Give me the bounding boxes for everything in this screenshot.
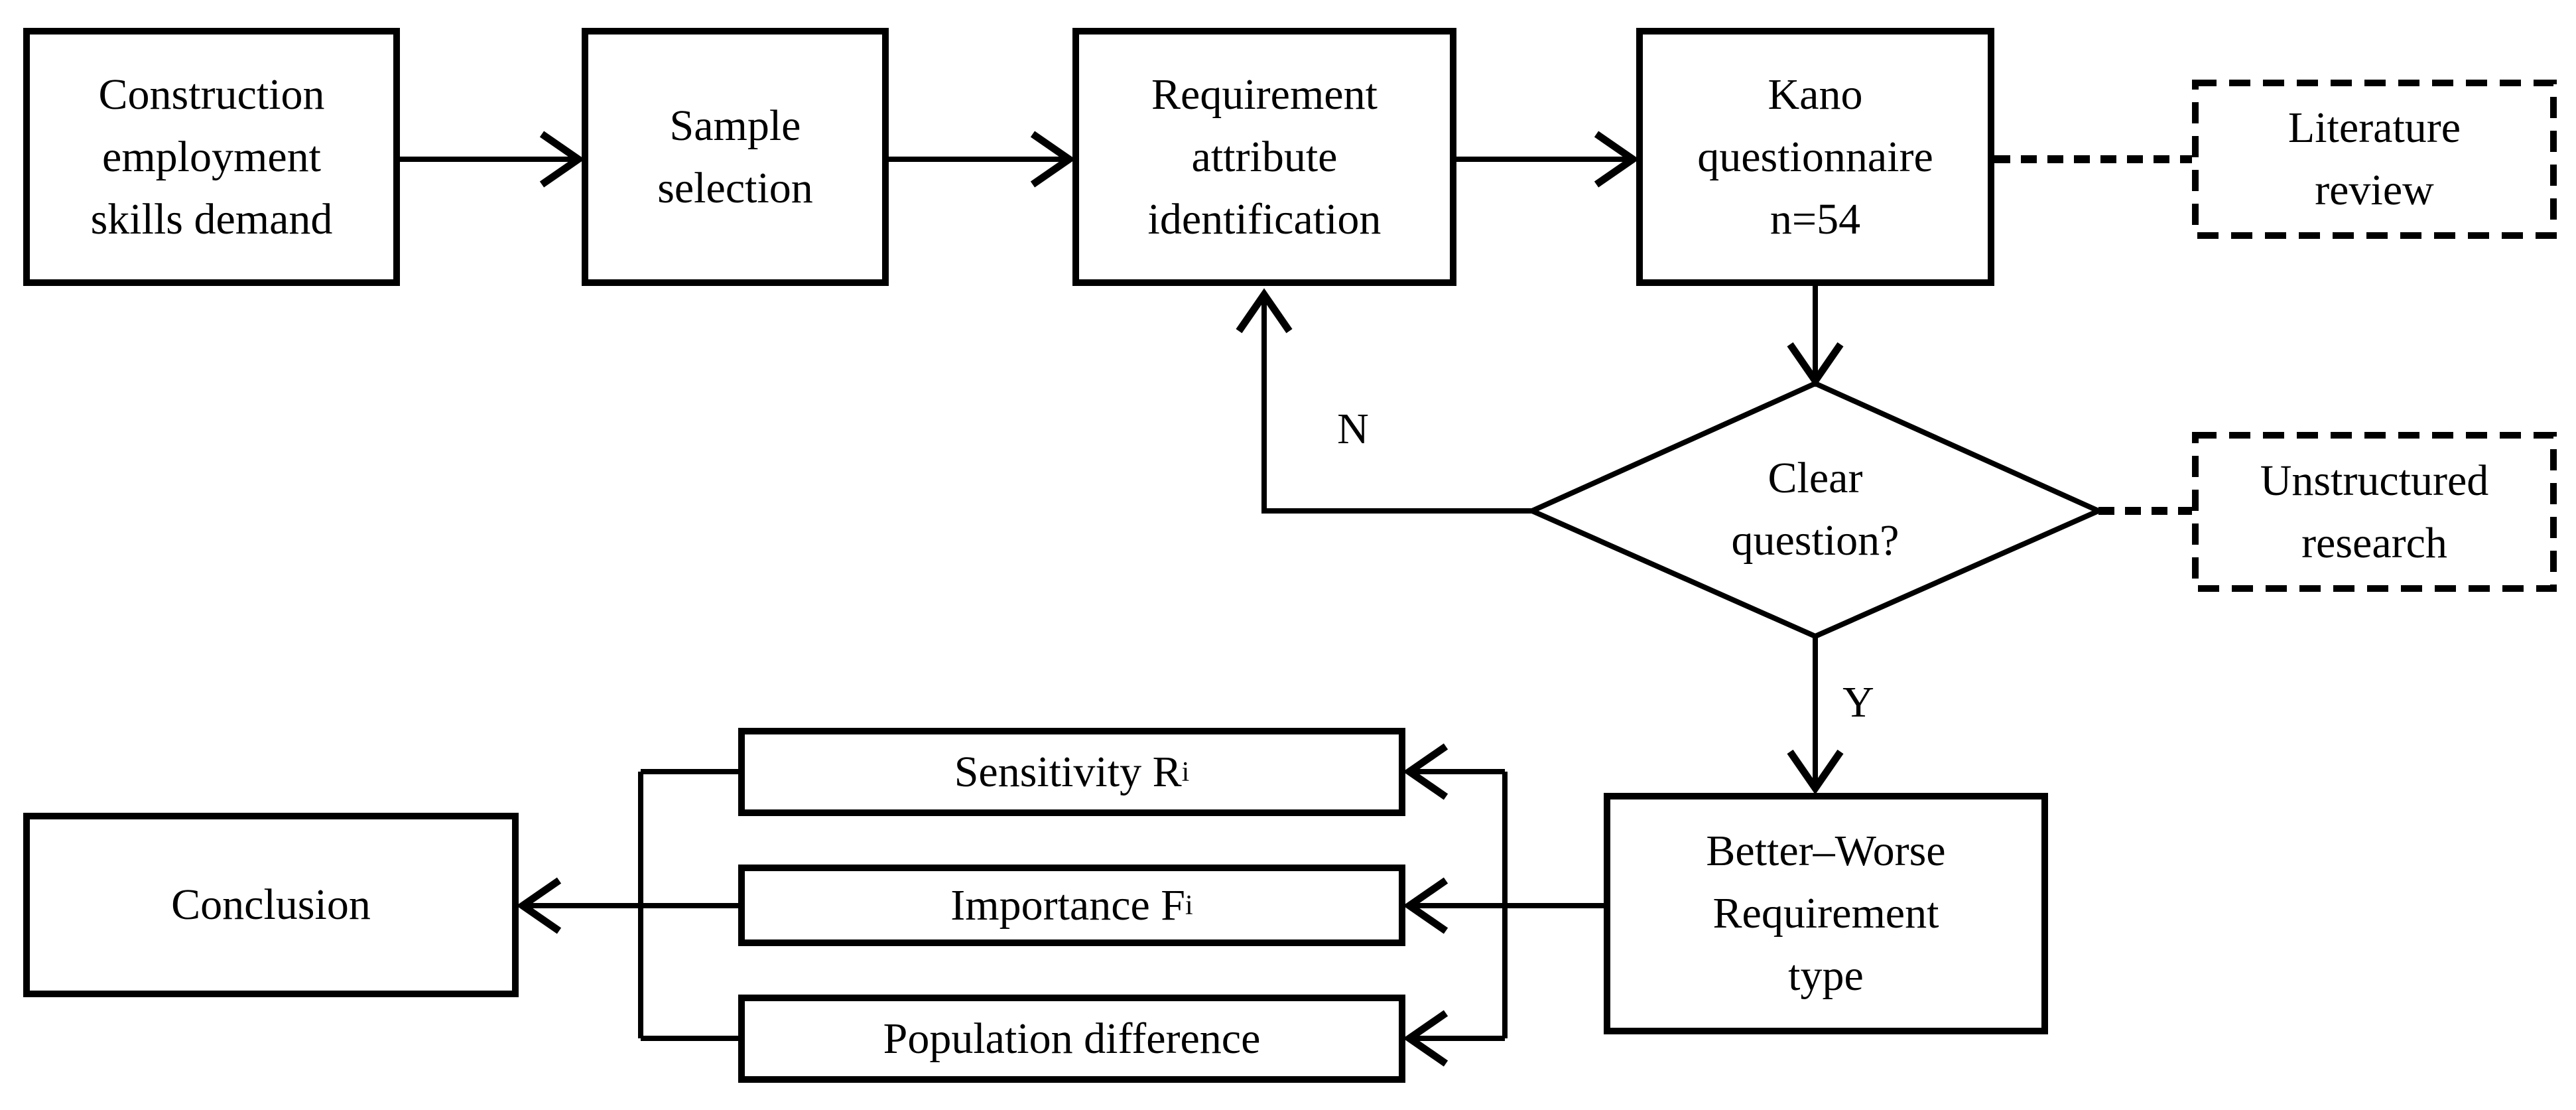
branch-label-no: N <box>1337 405 1369 453</box>
edge-kano-to-decision <box>1787 286 1844 387</box>
edge-betterworse-distribution <box>1403 743 1604 1067</box>
edge-sample-to-requirement <box>889 131 1076 188</box>
branch-label-yes: Y <box>1842 678 1874 727</box>
edge-collector-to-conclusion <box>516 769 738 1041</box>
node-literature-review: Literature review <box>2287 104 2461 214</box>
node-kano-questionnaire: Kano questionnaire n=54 <box>1636 28 1994 286</box>
node-population-difference: Population difference <box>738 995 1405 1083</box>
sensitivity-label: Sensitivity R <box>954 747 1182 796</box>
node-conclusion: Conclusion <box>23 813 519 997</box>
literature-review-dashed-border <box>2192 80 2557 239</box>
node-sample-selection: Sample selection <box>582 28 889 286</box>
edge-decision-yes <box>1787 636 1844 795</box>
unstructured-research-dashed-border <box>2192 432 2557 592</box>
edge-requirement-to-kano <box>1456 131 1640 188</box>
decision-clear-question-label: Clear question? <box>1731 454 1900 565</box>
importance-label: Importance F <box>950 880 1186 930</box>
node-requirement-attribute-identification: Requirement attribute identification <box>1072 28 1456 286</box>
node-unstructured-research: Unstructured research <box>2260 456 2489 567</box>
node-construction-skills-demand: Construction employment skills demand <box>23 28 400 286</box>
edge-construction-to-sample <box>400 131 585 188</box>
edge-decision-no-loop <box>1236 288 1532 514</box>
node-better-worse-requirement-type: Better–Worse Requirement type <box>1604 793 2048 1034</box>
